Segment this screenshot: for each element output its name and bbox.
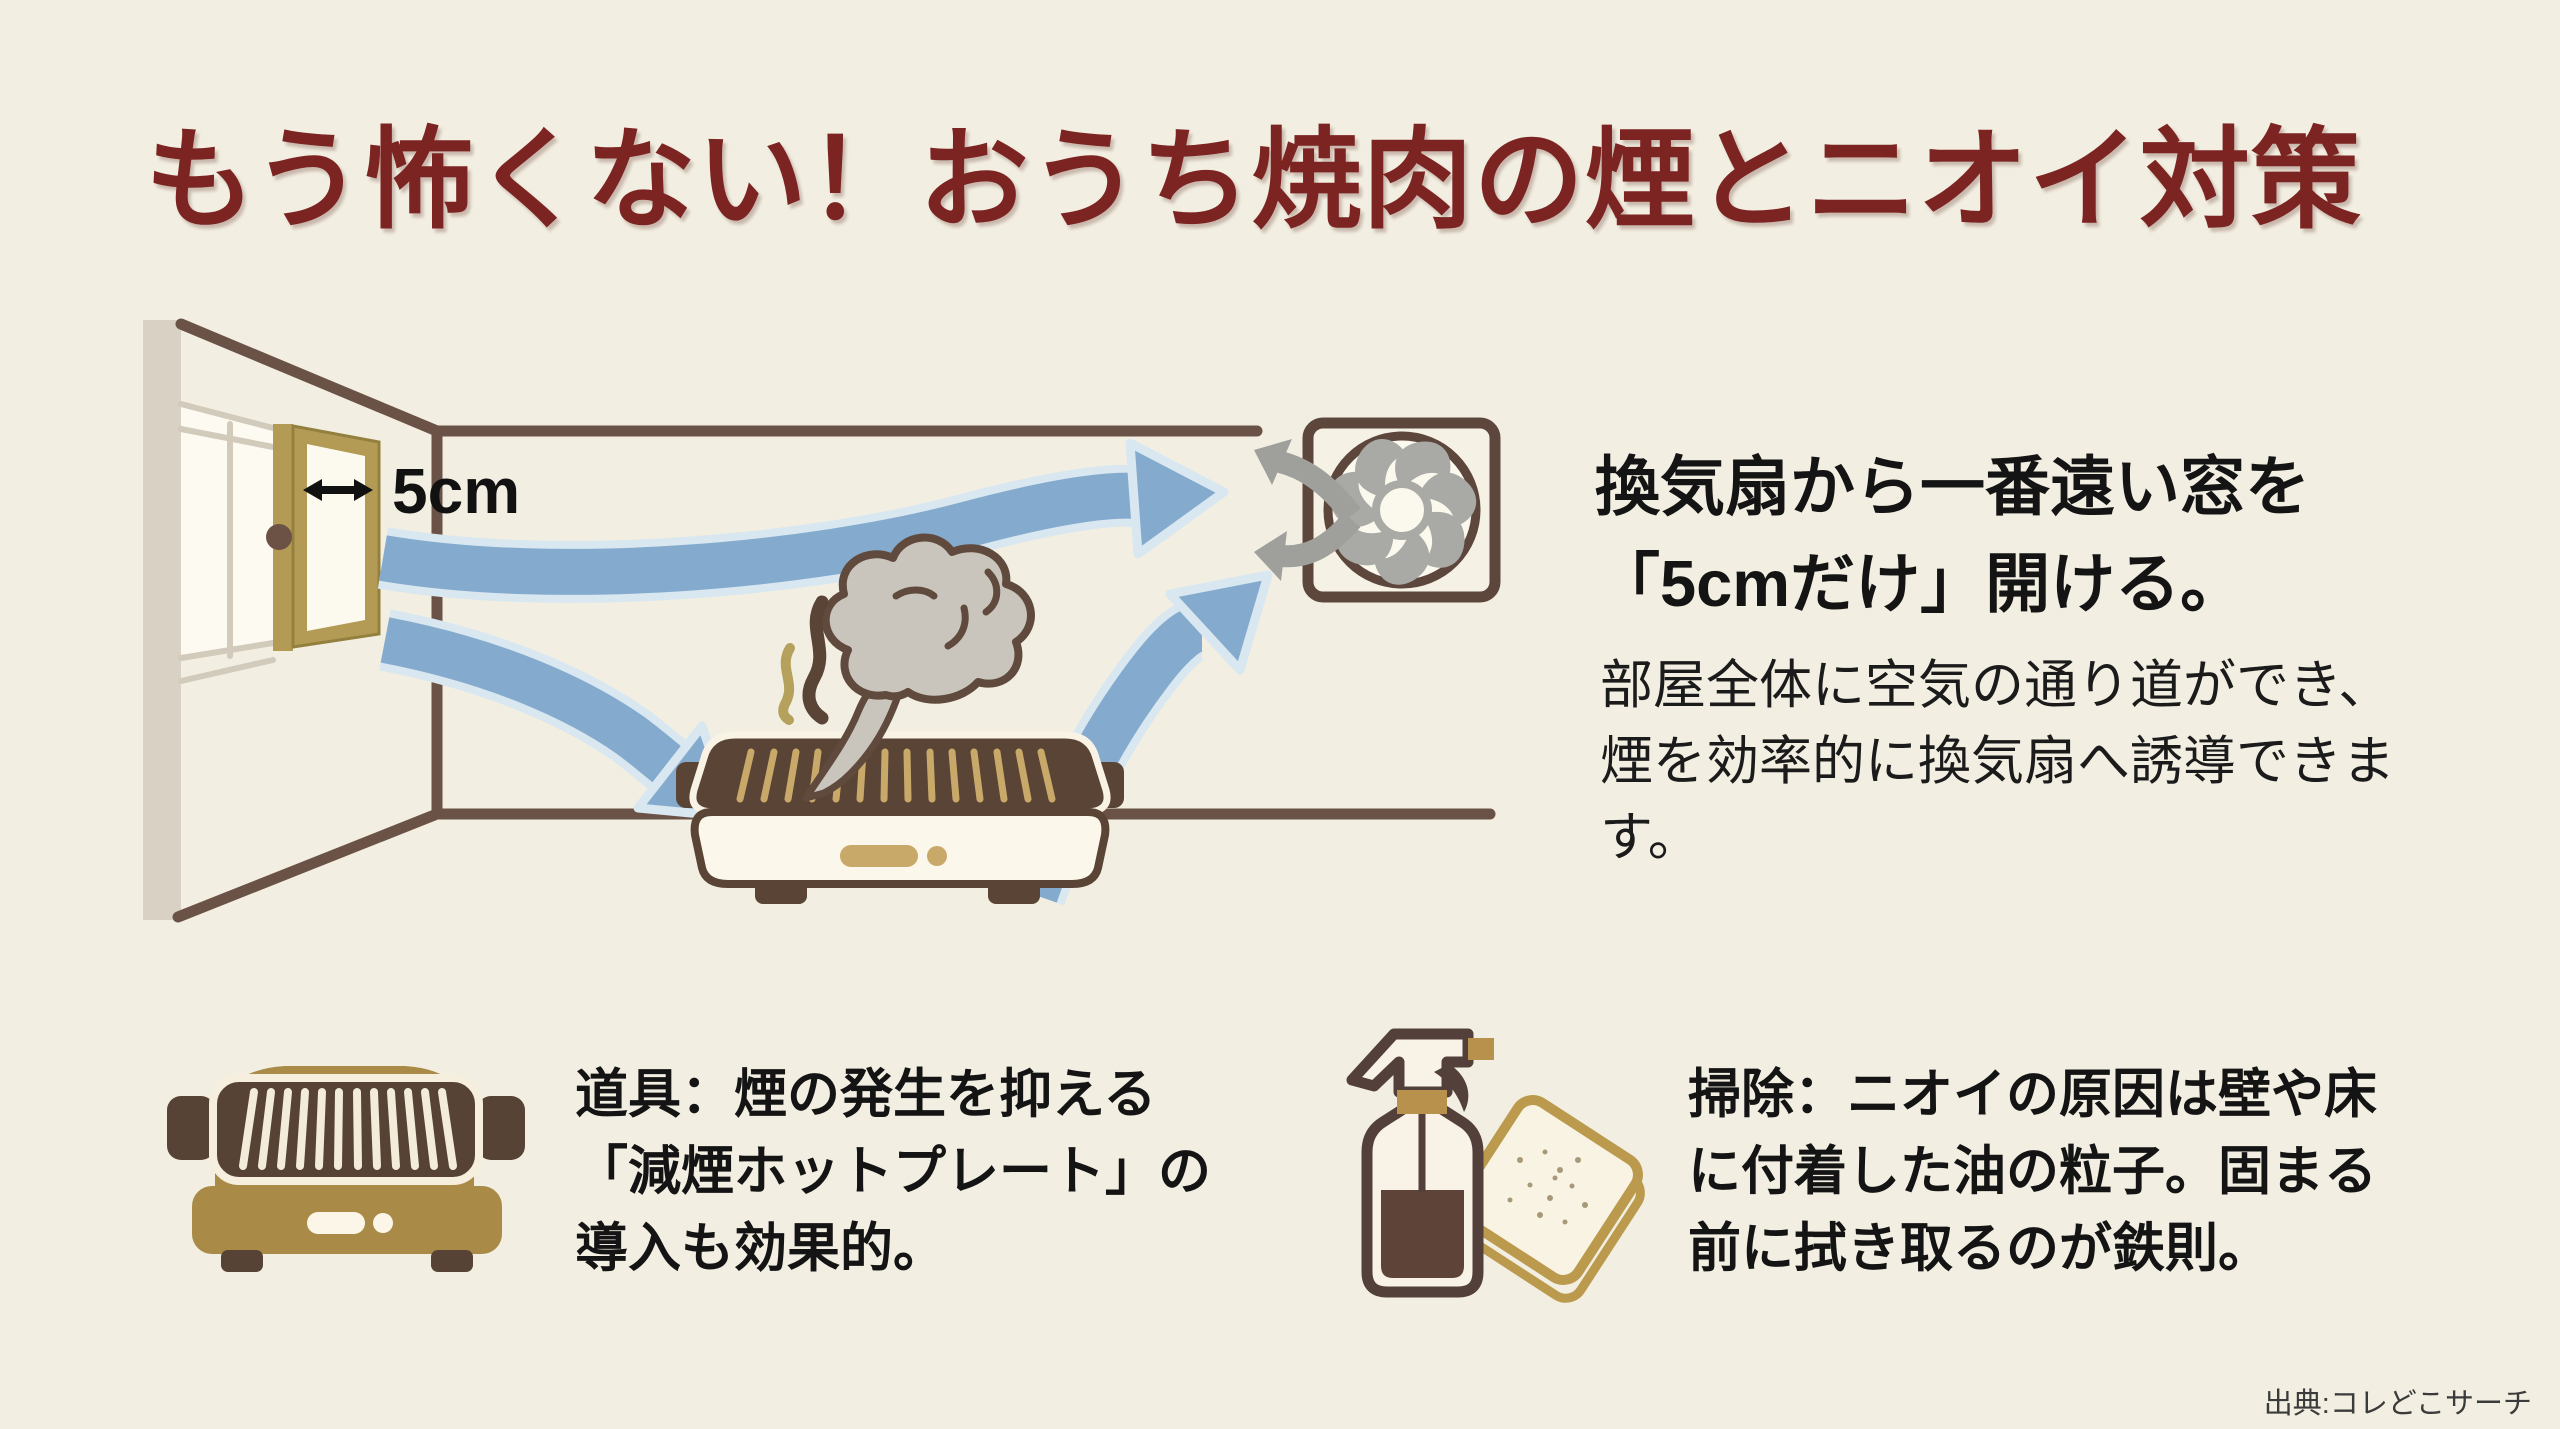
wall-top-edge	[175, 318, 443, 437]
page-title: もう怖くない！おうち焼肉の煙とニオイ対策	[145, 115, 2362, 244]
main-point-body-line: 部屋全体に空気の通り道ができ、	[1600, 656, 2392, 715]
gap-label: 5cm	[392, 455, 520, 527]
main-point-heading: 換気扇から一番遠い窓を 「5cmだけ」開ける。	[1595, 438, 2310, 632]
gap-arrow-icon	[303, 479, 373, 501]
wall-bottom-edge	[172, 808, 443, 923]
cleaning-spray-icon	[1346, 1028, 1645, 1303]
main-point-heading-line: 換気扇から一番遠い窓を	[1595, 450, 2311, 523]
window-knob	[266, 524, 292, 550]
tip-line: 導入も効果的。	[575, 1219, 946, 1278]
main-point-body: 部屋全体に空気の通り道ができ、 煙を効率的に換気扇へ誘導できま す。	[1600, 648, 2395, 876]
tip-cleaning-text: 掃除：ニオイの原因は壁や床 に付着した油の粒子。固まる 前に拭き取るのが鉄則。	[1688, 1056, 2377, 1287]
grill-icon	[676, 731, 1124, 904]
main-point-body-line: す。	[1600, 808, 1701, 867]
cloth-icon	[1453, 1095, 1645, 1303]
source-credit: 出典:コレどこサーチ	[2263, 1388, 2532, 1420]
room-diagram: 5cm	[143, 318, 1501, 923]
main-point-body-line: 煙を効率的に換気扇へ誘導できま	[1600, 732, 2395, 791]
wall-pillar	[143, 320, 181, 920]
smoke-icon	[778, 533, 1035, 802]
spray-bottle-icon	[1346, 1028, 1494, 1298]
hotplate-icon	[167, 1066, 525, 1272]
fan-suction-arrows-icon	[1254, 439, 1361, 581]
steam-wave-dark	[802, 595, 829, 725]
main-point-heading-line: 「5cmだけ」開ける。	[1595, 547, 2246, 620]
tip-line: 「減煙ホットプレート」の	[575, 1142, 1211, 1201]
steam-wave-tan	[778, 643, 795, 725]
exhaust-fan-icon	[1302, 417, 1501, 603]
tip-line: 掃除：ニオイの原因は壁や床	[1688, 1065, 2377, 1124]
airflow-arrow-top	[379, 472, 1140, 595]
tip-tool-text: 道具：煙の発生を抑える 「減煙ホットプレート」の 導入も効果的。	[575, 1056, 1211, 1287]
airflow-arrow-down	[380, 617, 685, 785]
window-icon	[178, 401, 381, 684]
tip-line: に付着した油の粒子。固まる	[1688, 1142, 2377, 1201]
tip-line: 前に拭き取るのが鉄則。	[1688, 1219, 2271, 1278]
tip-line: 道具：煙の発生を抑える	[575, 1065, 1157, 1124]
